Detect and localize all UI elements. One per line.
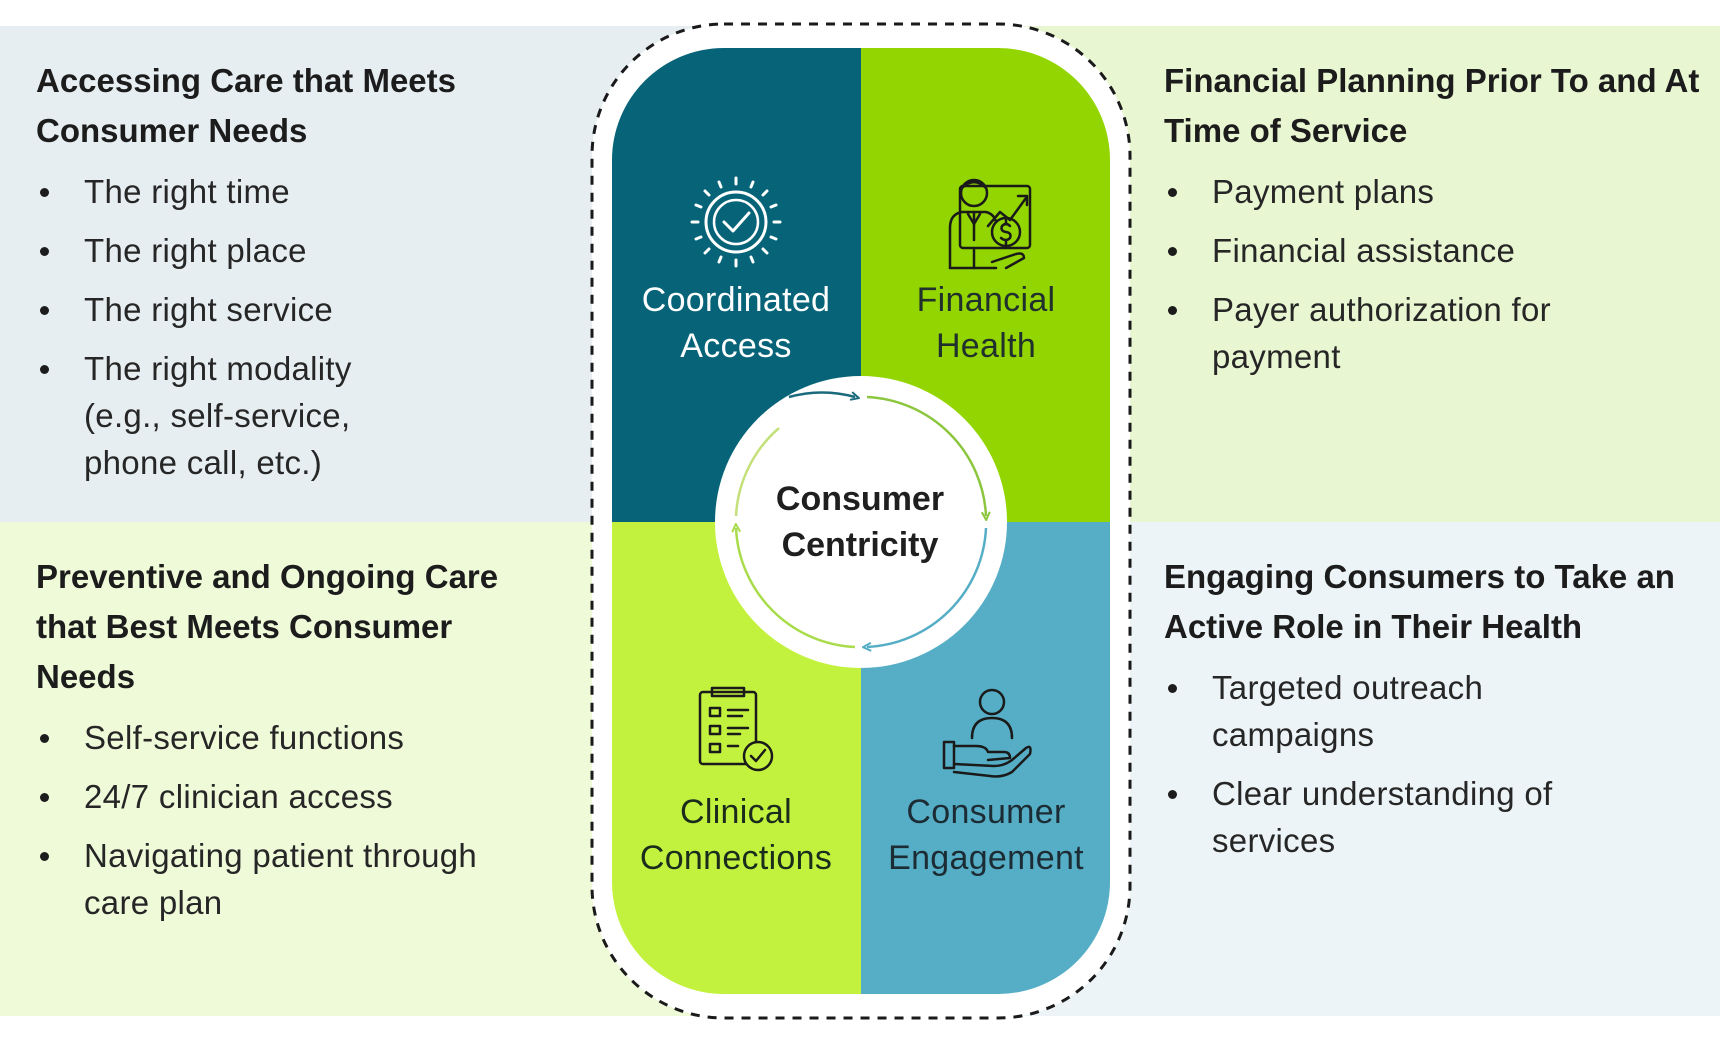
list-item: Payment plans — [1164, 168, 1704, 215]
consumer-engagement-label: Consumer Engagement — [888, 793, 1084, 877]
list-item: Payer authorization for payment — [1164, 286, 1592, 380]
bullet-list: Self-service functions 24/7 clinician ac… — [36, 714, 556, 926]
panel-engaging-consumers: Engaging Consumers to Take an Active Rol… — [1164, 552, 1704, 876]
list-item: The right time — [36, 168, 556, 215]
cycle-arc — [734, 427, 780, 517]
bullet-list: The right time The right place The right… — [36, 168, 556, 486]
cycle-arrow-lime — [866, 395, 986, 516]
coordinated-access-label: Coordinated Access — [641, 281, 831, 365]
list-item: Financial assistance — [1164, 227, 1704, 274]
checklist-icon — [698, 686, 774, 772]
clinical-connections-label: Clinical Connections — [639, 793, 833, 877]
hub-circle — [715, 376, 1007, 668]
list-item: The right service — [36, 286, 556, 333]
cycle-arrow-teal — [788, 391, 855, 397]
list-item: Navigating patient through care plan — [36, 832, 524, 926]
list-item: Clear understanding of services — [1164, 770, 1602, 864]
panel-financial-planning: Financial Planning Prior To and At Time … — [1164, 56, 1704, 392]
hub-title: Consumer Centricity — [775, 480, 945, 564]
panel-heading: Engaging Consumers to Take an Active Rol… — [1164, 558, 1675, 645]
panel-heading: Accessing Care that Meets Consumer Needs — [36, 62, 456, 149]
financial-health-label: Financial Health — [916, 281, 1056, 365]
cycle-arrow-blue — [867, 527, 988, 647]
dashed-outline — [590, 22, 1132, 1020]
badge-check-icon — [690, 176, 782, 268]
bullet-list: Payment plans Financial assistance Payer… — [1164, 168, 1704, 380]
list-item: The right modality (e.g., self-service, … — [36, 345, 384, 486]
list-item: Self-service functions — [36, 714, 556, 761]
hand-person-icon — [942, 688, 1032, 778]
bullet-list: Targeted outreach campaigns Clear unders… — [1164, 664, 1704, 864]
panel-heading: Preventive and Ongoing Care that Best Me… — [36, 558, 499, 695]
panel-heading: Financial Planning Prior To and At Time … — [1164, 62, 1700, 149]
cycle-arrow-light-green — [736, 528, 856, 649]
panel-preventive-care: Preventive and Ongoing Care that Best Me… — [36, 552, 556, 938]
list-item: The right place — [36, 227, 556, 274]
list-item: Targeted outreach campaigns — [1164, 664, 1542, 758]
financial-advisor-icon — [948, 178, 1032, 270]
list-item: 24/7 clinician access — [36, 773, 556, 820]
panel-accessing-care: Accessing Care that Meets Consumer Needs… — [36, 56, 556, 498]
